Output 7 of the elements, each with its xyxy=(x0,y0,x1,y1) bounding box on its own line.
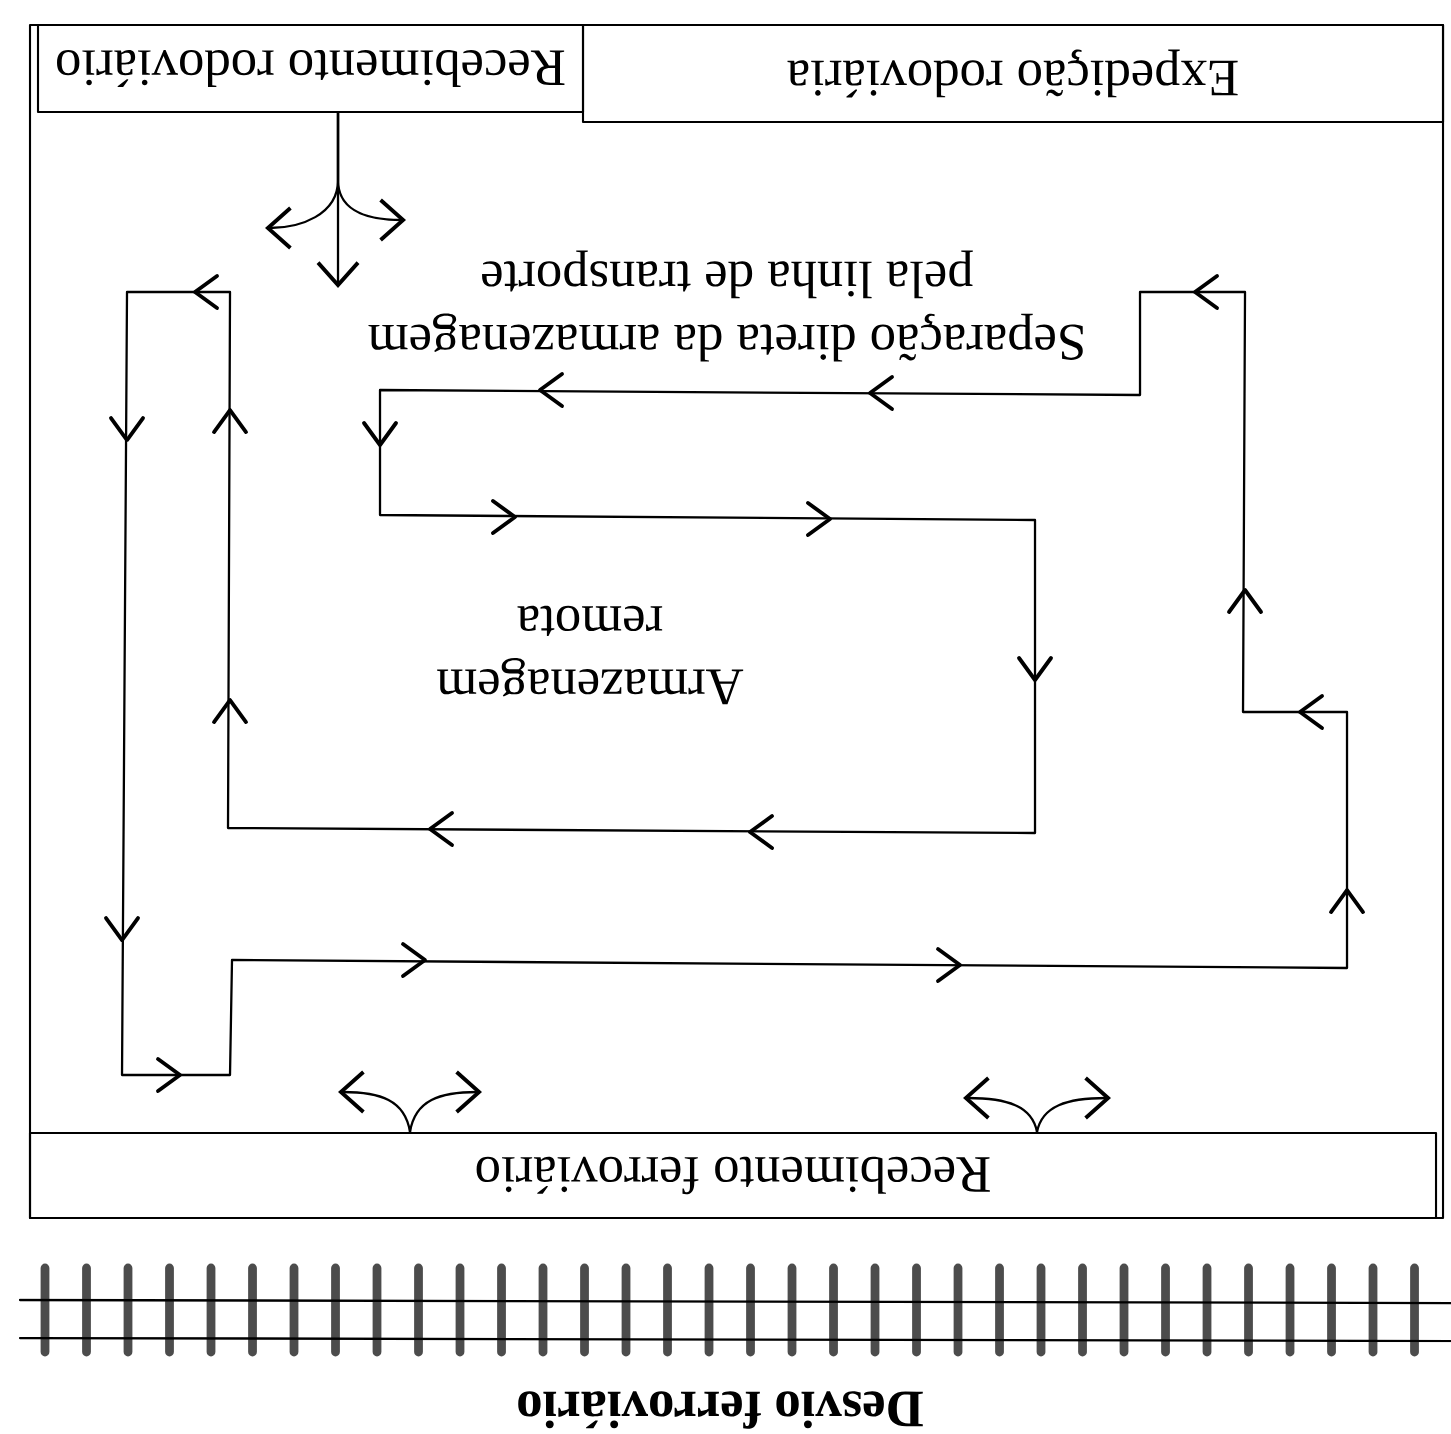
arrow xyxy=(336,111,406,242)
rail-receiving-band: Recebimento ferroviário xyxy=(28,1131,1438,1220)
receiving-dock-box: Recebimento rodoviário xyxy=(36,23,585,114)
track-label: Desvio ferroviário xyxy=(518,1391,923,1429)
zone-label: Separação direta da armazenagem pela linha de transporte xyxy=(368,250,1083,362)
area-label: Armazenagem remota xyxy=(437,605,744,705)
shipping-dock-box: Expedição rodoviária xyxy=(581,23,1445,124)
